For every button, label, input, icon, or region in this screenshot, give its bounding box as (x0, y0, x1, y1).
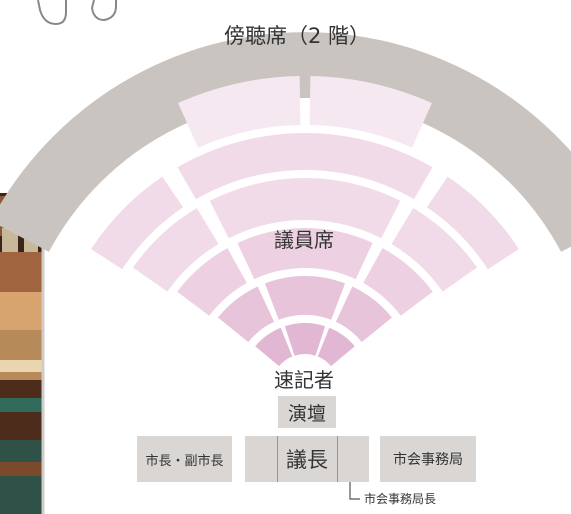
seat-block-row1-1 (255, 327, 293, 367)
gallery-label: 傍聴席（2 階） (224, 24, 371, 48)
secretary-general-label: 市会事務局長 (364, 492, 437, 506)
seat-block-row3-3 (363, 248, 433, 316)
mayor-label: 市長・副市長 (145, 453, 224, 469)
seat-block-row5-3 (426, 176, 519, 270)
gallery-band (0, 32, 571, 252)
seat-block-row3-1 (177, 248, 247, 316)
character-paw-icon (37, 0, 117, 26)
seat-block-row2-2 (264, 275, 346, 320)
seat-block-row2-3 (335, 286, 392, 343)
chair-divider-right (337, 436, 338, 482)
seat-block-row4-2 (209, 178, 401, 239)
seat-block-row1-3 (317, 327, 355, 367)
podium-label: 演壇 (287, 402, 326, 425)
stenographer-label: 速記者 (274, 368, 334, 392)
chair-divider-left (277, 436, 278, 482)
seat-block-row5-1 (91, 176, 184, 270)
seat-block-row4-3 (391, 208, 477, 292)
seat-block-row3-2 (237, 228, 373, 280)
seat-block-row6-1 (178, 76, 301, 148)
seat-block-row2-1 (218, 286, 275, 343)
chair-box: 議長 (245, 436, 369, 482)
podium-box: 演壇 (278, 396, 336, 428)
seat-block-row4-1 (133, 208, 219, 292)
seat-block-row5-2 (177, 133, 433, 200)
chair-label: 議長 (286, 448, 328, 472)
mayor-box: 市長・副市長 (137, 436, 232, 482)
seat-block-row1-2 (284, 323, 326, 356)
seat-block-row6-2 (309, 76, 432, 148)
secretariat-box: 市会事務局 (380, 436, 476, 482)
secretariat-label: 市会事務局 (393, 452, 463, 468)
members-seats-label: 議員席 (274, 228, 334, 252)
